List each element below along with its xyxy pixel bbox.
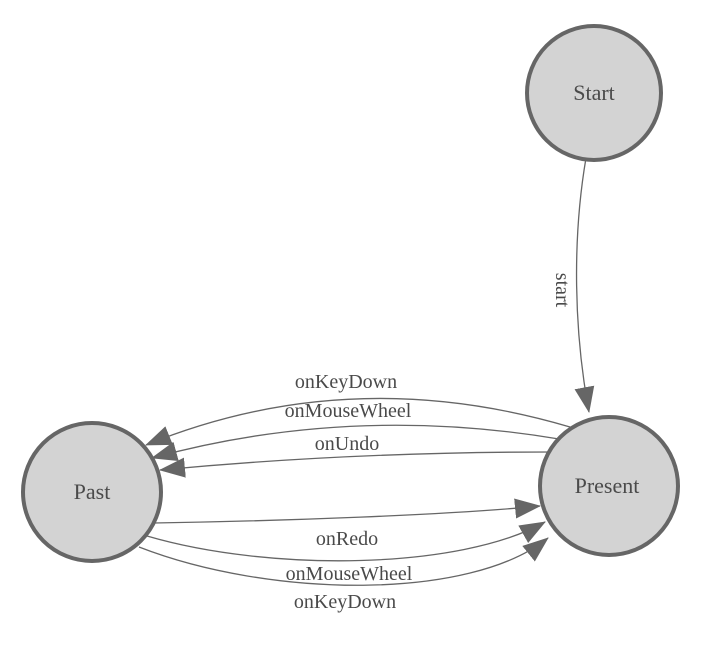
- node-past[interactable]: Past: [21, 421, 163, 563]
- edge-label-onmousewheel-top: onMouseWheel: [285, 400, 412, 422]
- node-past-circle[interactable]: [21, 421, 163, 563]
- edge-past-to-present-keydown: onKeyDown: [138, 537, 549, 613]
- node-present[interactable]: Present: [538, 415, 680, 557]
- edge-present-to-past-undo: onUndo: [159, 433, 552, 478]
- node-start[interactable]: Start: [525, 24, 663, 162]
- edge-past-to-present-redo: onRedo: [153, 498, 541, 550]
- edge-present-to-past-keydown: onKeyDown: [145, 371, 571, 446]
- edge-path-present-to-past-undo: [159, 451, 552, 478]
- edge-start-to-present: start: [551, 157, 595, 413]
- edge-path-past-to-present-keydown: [138, 537, 549, 586]
- edge-path-present-to-past-mousewheel: [151, 424, 560, 462]
- node-past-label: Past: [74, 479, 111, 504]
- edge-path-start-to-present: [574, 157, 595, 413]
- edge-path-past-to-present-mousewheel: [146, 521, 546, 562]
- edge-path-present-to-past-keydown: [145, 397, 571, 446]
- edge-path-past-to-present-redo: [153, 498, 541, 524]
- edge-label-onkeydown-top: onKeyDown: [295, 371, 397, 393]
- node-start-label: Start: [573, 80, 615, 105]
- edge-label-start: start: [551, 273, 573, 308]
- node-present-circle[interactable]: [538, 415, 680, 557]
- node-present-label: Present: [575, 473, 640, 498]
- edge-past-to-present-mousewheel: onMouseWheel: [146, 521, 546, 585]
- edge-label-onkeydown-bottom: onKeyDown: [294, 591, 396, 613]
- node-start-circle[interactable]: [525, 24, 663, 162]
- edge-label-onmousewheel-bottom: onMouseWheel: [286, 563, 413, 585]
- edge-label-onundo: onUndo: [315, 433, 379, 455]
- edge-label-onredo: onRedo: [316, 528, 378, 550]
- edge-present-to-past-mousewheel: onMouseWheel: [151, 400, 560, 462]
